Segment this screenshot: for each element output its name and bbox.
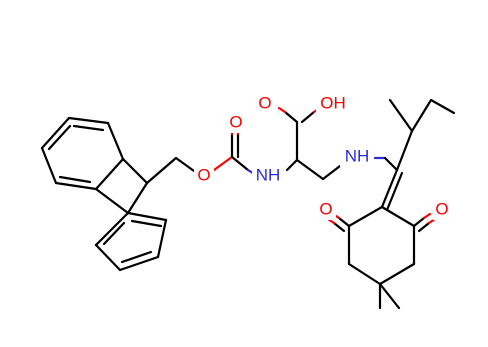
bond [385, 171, 404, 212]
bond [283, 110, 299, 124]
bond [126, 181, 149, 215]
bond [145, 156, 178, 185]
label-background [316, 94, 350, 114]
label-background [252, 165, 284, 187]
carbamate-carbonyl-oxygen: O [229, 112, 242, 131]
bond [417, 221, 431, 233]
bond [347, 262, 382, 286]
carbamate-nitrogen: NH [256, 165, 281, 184]
acid-hydroxyl: OH [320, 93, 346, 112]
bond [130, 219, 163, 228]
amino-acid-core [277, 106, 387, 181]
bond [121, 157, 149, 185]
bond [40, 146, 58, 185]
label-background [432, 200, 452, 220]
dione-left-oxygen: O [319, 199, 332, 218]
bond [106, 121, 125, 161]
amine-nitrogen: NH [345, 146, 370, 165]
dimedone-ring [326, 205, 437, 310]
bond [383, 156, 399, 172]
bond [429, 98, 456, 115]
bond [120, 250, 153, 264]
bond [230, 155, 250, 172]
bond [347, 205, 384, 228]
bond [40, 116, 71, 150]
bond [126, 211, 168, 222]
label-background [226, 113, 246, 133]
bond [410, 98, 433, 133]
bond [380, 205, 416, 228]
label-background [255, 94, 275, 114]
bond [94, 243, 122, 272]
dione-right-oxygen: O [435, 199, 448, 218]
bond [422, 212, 432, 220]
bond [300, 110, 316, 124]
bond [332, 221, 346, 233]
bond [102, 221, 126, 246]
bond [412, 216, 426, 228]
bond [378, 262, 416, 286]
bond [54, 181, 98, 191]
bond [47, 124, 72, 151]
bond [156, 218, 168, 259]
bond [94, 211, 130, 247]
bond [94, 157, 125, 191]
acid-carbonyl-oxygen: O [258, 93, 271, 112]
side-chain [380, 98, 456, 212]
carbamate-ether-oxygen: O [197, 165, 210, 184]
bond [388, 98, 414, 133]
fluorene-group [40, 116, 168, 272]
bond [380, 168, 399, 209]
bond [285, 158, 299, 172]
bond [277, 106, 287, 114]
label-background [340, 146, 374, 168]
bond [58, 175, 92, 184]
bond [174, 156, 196, 173]
atom-labels: O O NH O OH NH O O [194, 93, 452, 220]
label-background [194, 166, 214, 186]
bond [118, 255, 160, 272]
bond [67, 116, 110, 125]
bond [337, 216, 351, 228]
bond [395, 129, 414, 172]
bond [94, 187, 130, 215]
bond [72, 124, 105, 132]
bond [321, 164, 342, 181]
bond [378, 282, 401, 310]
label-background [316, 200, 336, 220]
bond [212, 155, 234, 172]
bond [295, 158, 325, 181]
